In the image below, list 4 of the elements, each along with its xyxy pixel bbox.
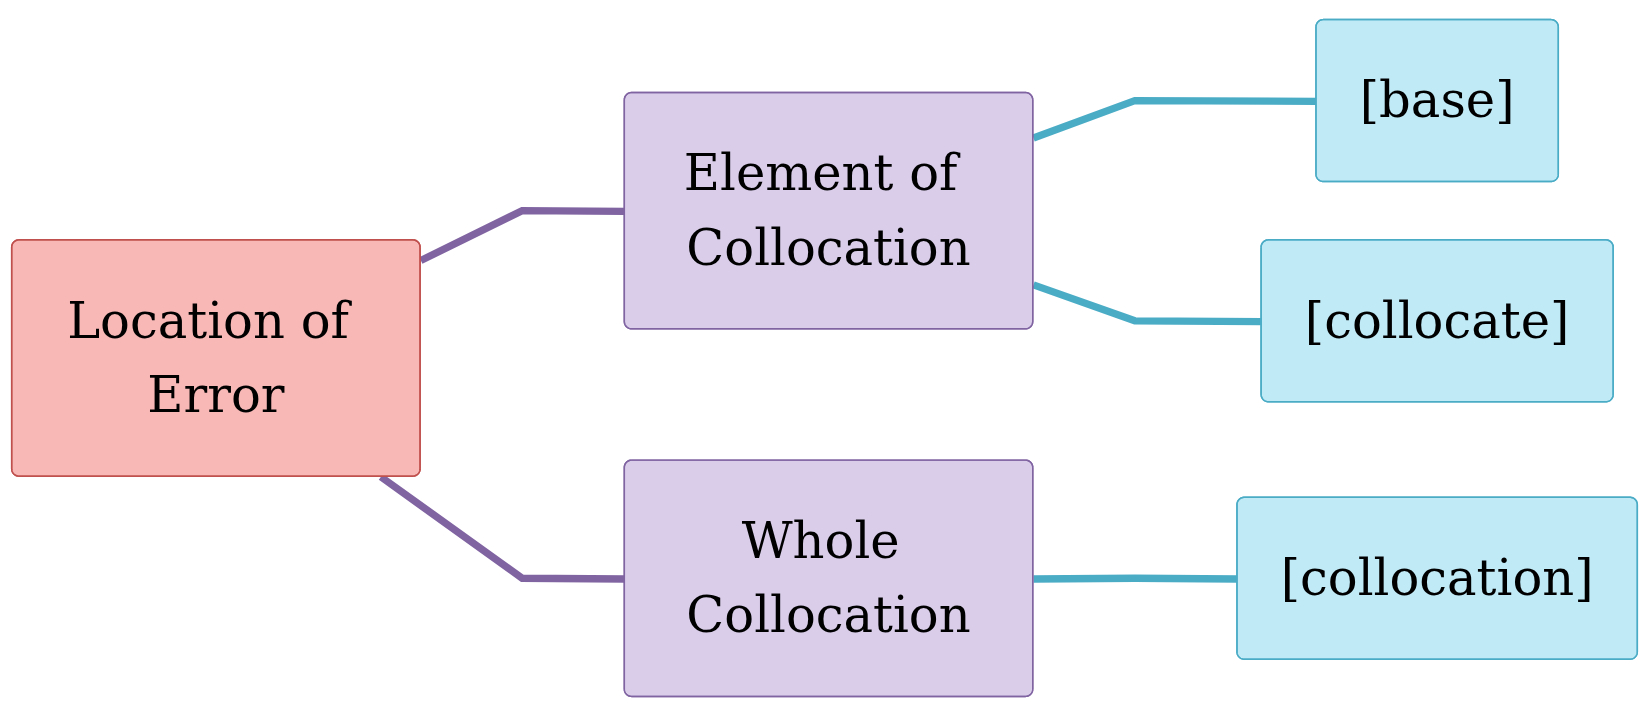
connector (419, 207, 626, 264)
connector (1032, 96, 1317, 142)
connector (1032, 281, 1262, 326)
connector (1033, 574, 1238, 583)
